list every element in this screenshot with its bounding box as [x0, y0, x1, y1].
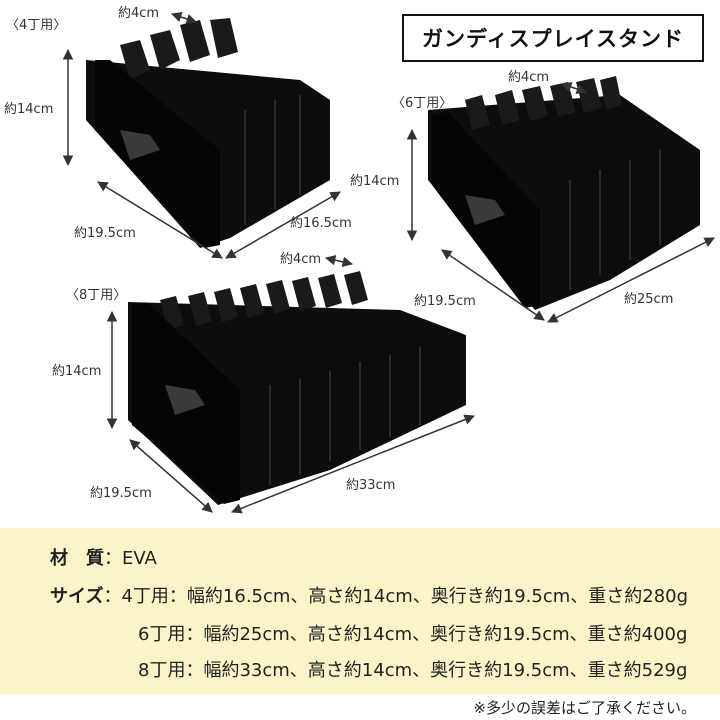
size-row-4-text: ：4丁用：幅約16.5cm、高さ約14cm、奥行き約19.5cm、重さ約280g [103, 586, 689, 607]
stand-6-depth: 約19.5cm [414, 294, 476, 309]
stand-4-height: 約14cm [4, 102, 54, 117]
stand-8-width: 約33cm [346, 478, 396, 493]
stand-8-depth: 約19.5cm [90, 486, 152, 501]
stand-4-slot-width: 約4cm [118, 6, 160, 21]
stand-6-image [428, 76, 700, 310]
size-row-4: サイズ：4丁用：幅約16.5cm、高さ約14cm、奥行き約19.5cm、重さ約2… [50, 582, 688, 608]
stand-4-depth: 約19.5cm [74, 226, 136, 241]
material-key: 材 質 [50, 548, 104, 569]
size-row-8: 8丁用：幅約33cm、高さ約14cm、奥行き約19.5cm、重さ約529g [138, 660, 688, 681]
stand-6-height: 約14cm [350, 174, 400, 189]
tolerance-note: ※多少の誤差はご了承ください。 [473, 699, 696, 717]
stand-6-label: 〈6丁用〉 [392, 96, 453, 111]
stand-8-label: 〈8丁用〉 [66, 288, 127, 303]
stand-8-slot-width: 約4cm [280, 252, 322, 267]
size-row-6: 6丁用：幅約25cm、高さ約14cm、奥行き約19.5cm、重さ約400g [138, 624, 688, 645]
spec-panel: 材 質：EVA サイズ：4丁用：幅約16.5cm、高さ約14cm、奥行き約19.… [0, 528, 720, 694]
stand-8-height: 約14cm [52, 364, 102, 379]
material-value: ：EVA [104, 548, 157, 569]
stand-4-width: 約16.5cm [290, 216, 352, 231]
stand-6-slot-width: 約4cm [508, 70, 550, 85]
product-title: ガンディスプレイスタンド [402, 14, 704, 62]
stand-6-width: 約25cm [624, 292, 674, 307]
material-row: 材 質：EVA [50, 544, 157, 570]
size-key: サイズ [50, 586, 104, 607]
stand-4-label: 〈4丁用〉 [6, 18, 67, 33]
product-illustrations [62, 12, 715, 514]
